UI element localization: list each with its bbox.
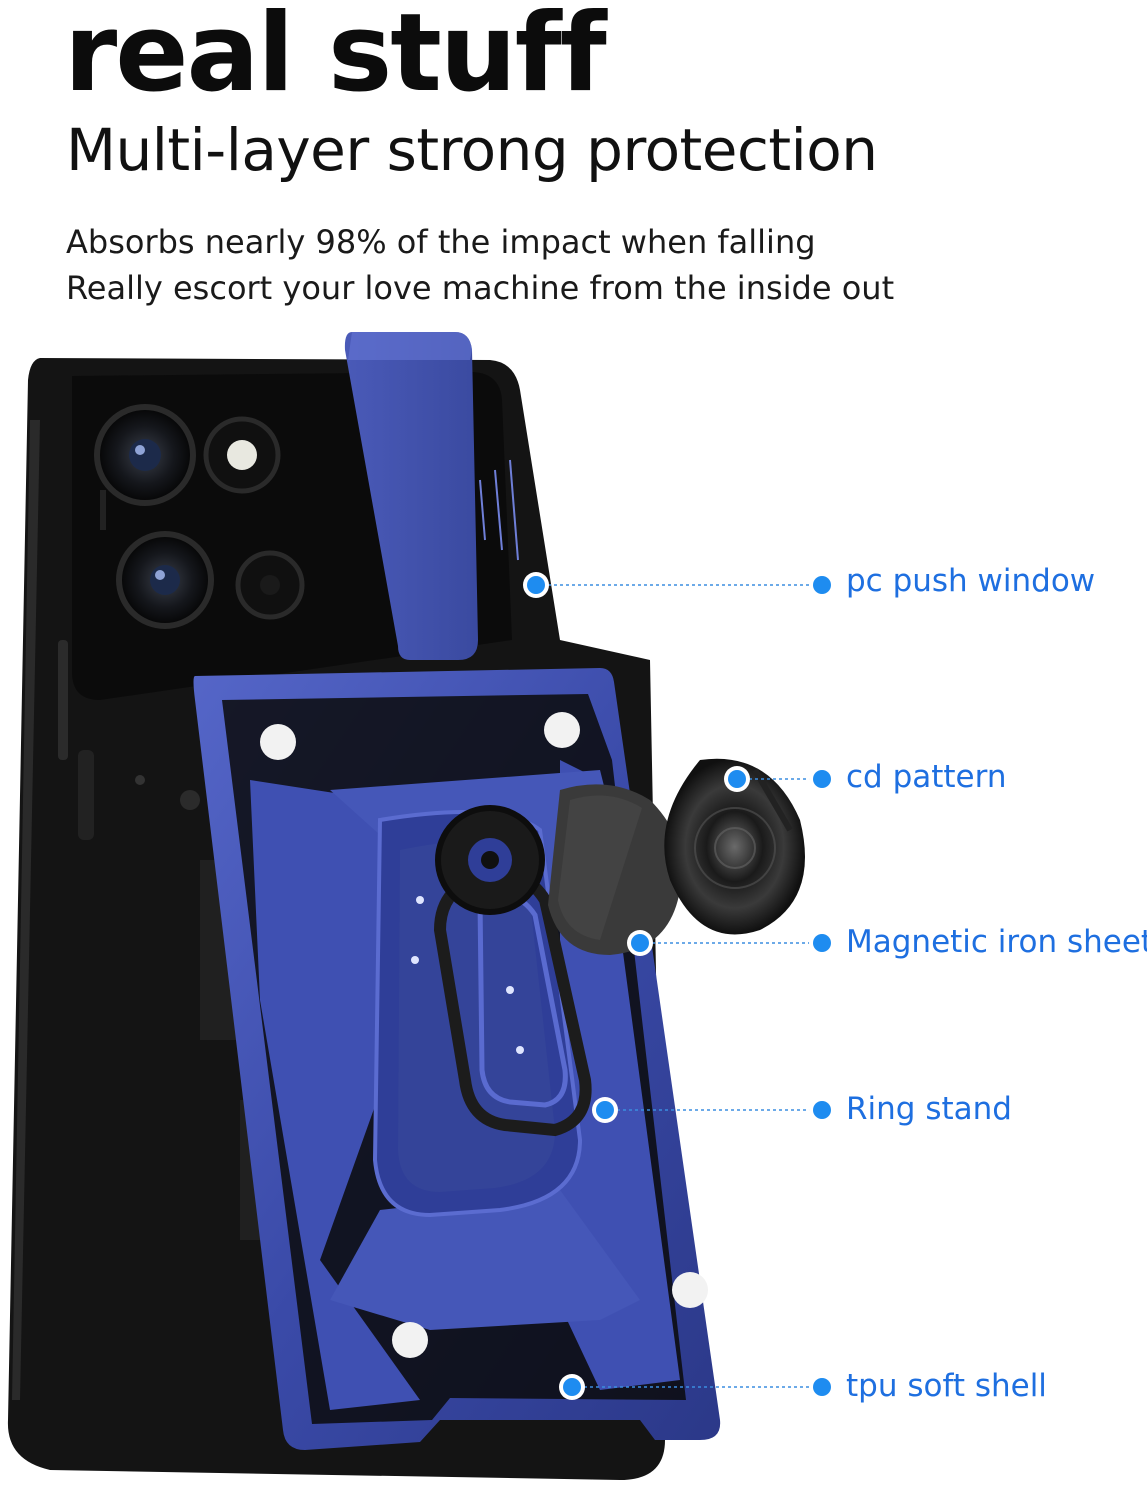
description-line-1: Absorbs nearly 98% of the impact when fa…: [66, 223, 816, 261]
callout-label-push-window: pc push window: [846, 563, 1096, 599]
callout-dots: [523, 572, 835, 1400]
callout-label-ring-stand: Ring stand: [846, 1091, 1012, 1127]
camera-lenses-graphic: [94, 404, 305, 629]
magnetic-sheet-graphic: [548, 784, 682, 955]
callout-connectors: [536, 584, 822, 1388]
callout-label-cd-pattern: cd pattern: [846, 759, 1007, 795]
description-line-2: Really escort your love machine from the…: [66, 269, 895, 307]
cd-disc-graphic: [664, 758, 805, 935]
push-window-graphic: [344, 332, 519, 660]
callout-label-tpu-shell: tpu soft shell: [846, 1368, 1047, 1404]
ring-stand-graphic: [433, 805, 592, 1137]
callout-label-magnetic-sheet: Magnetic iron sheet: [846, 924, 1147, 960]
subheadline: Multi-layer strong protection: [66, 116, 878, 184]
headline: real stuff: [64, 0, 607, 116]
